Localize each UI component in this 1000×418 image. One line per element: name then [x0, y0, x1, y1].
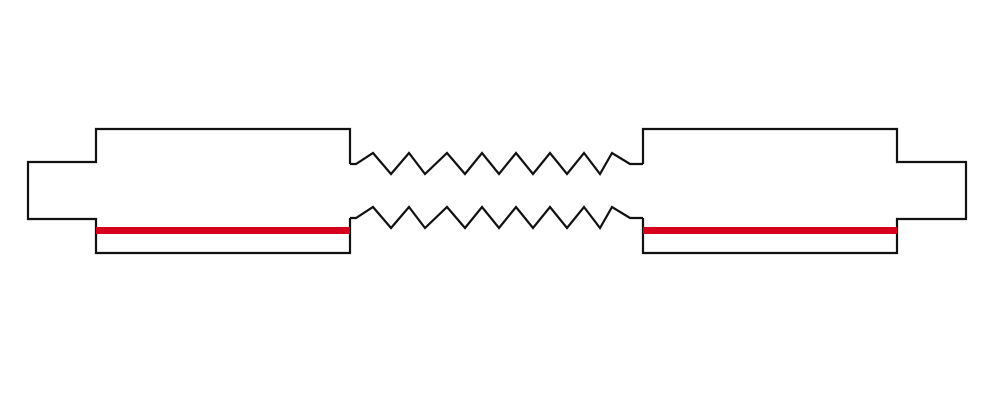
- left-contact-strip: [96, 227, 350, 234]
- top-flexible-zigzag: [350, 151, 643, 176]
- bottom-flexible-zigzag: [350, 205, 643, 230]
- right-contact-strip: [643, 227, 897, 234]
- right-connector-end-outline: [641, 127, 968, 255]
- left-connector-end-outline: [26, 127, 352, 255]
